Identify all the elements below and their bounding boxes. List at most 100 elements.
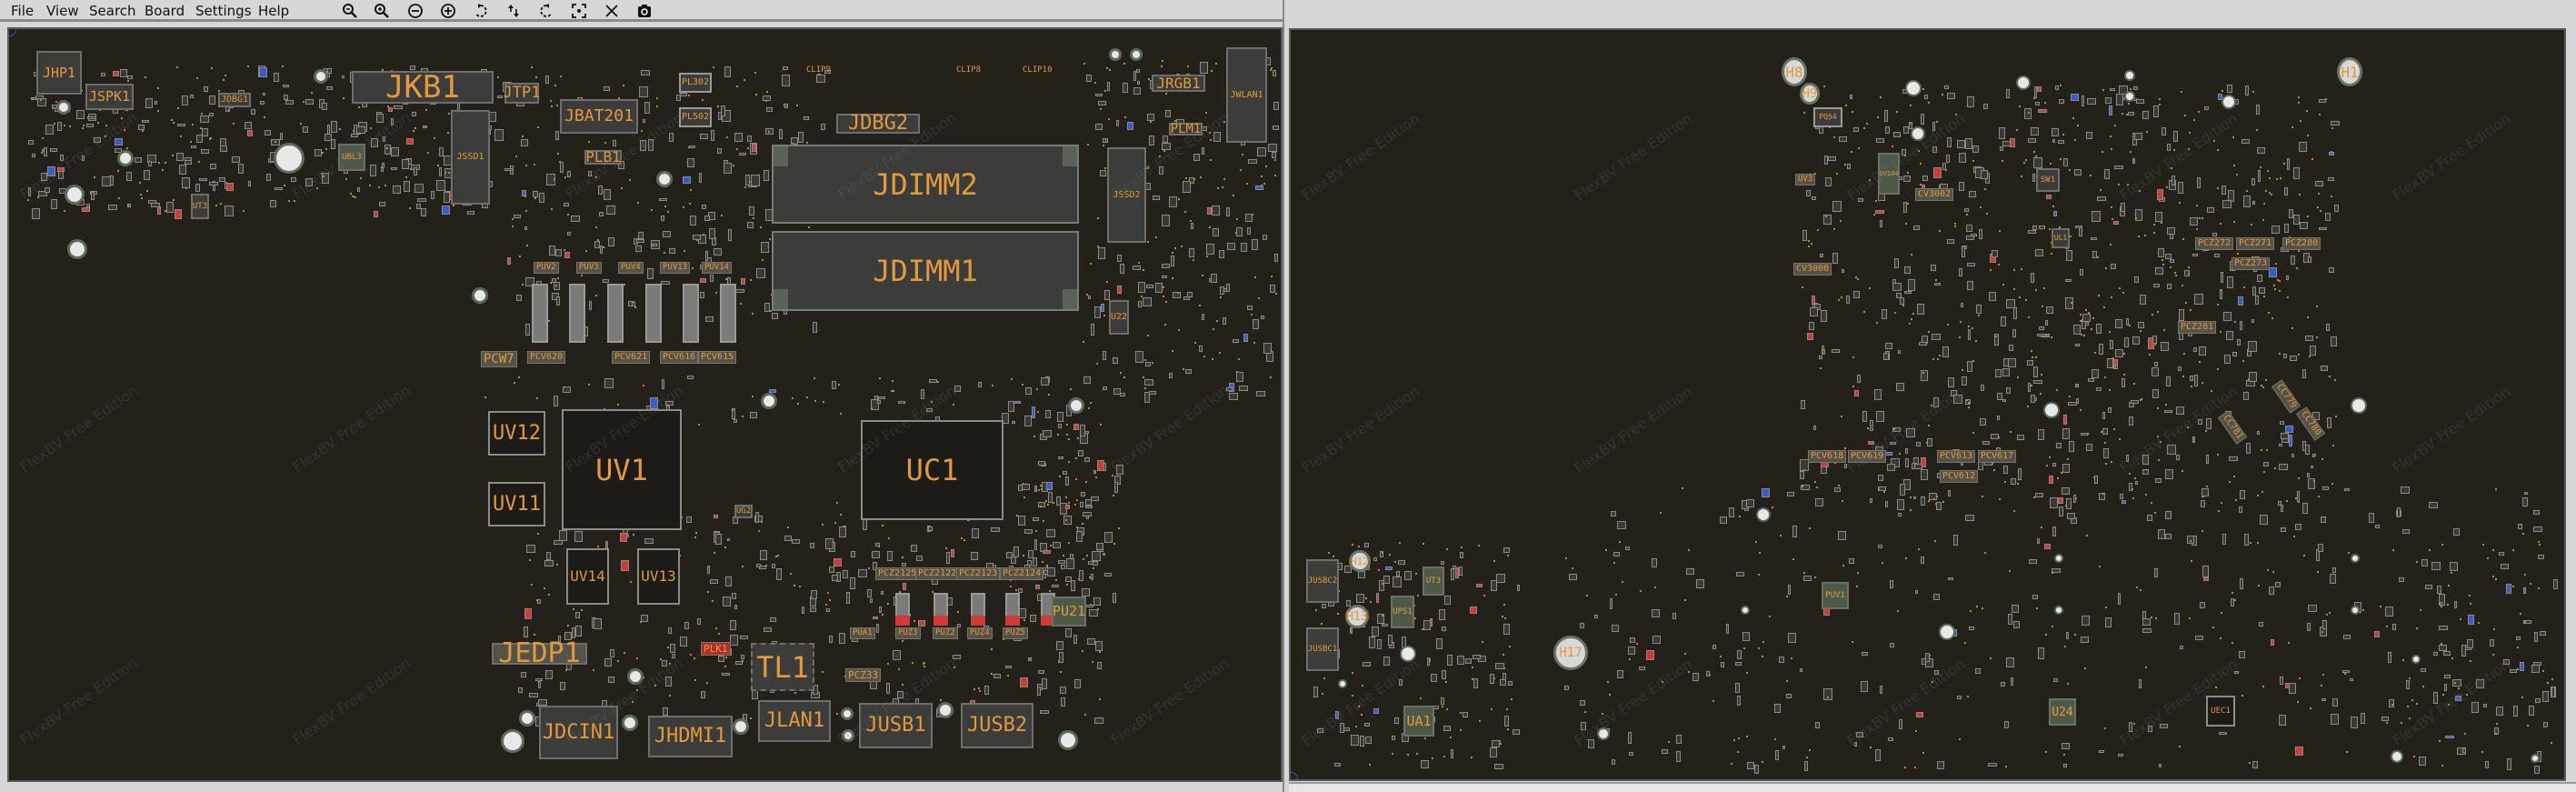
- rotate-right-icon[interactable]: [537, 2, 555, 20]
- part-UL1[interactable]: UL1: [2052, 228, 2070, 248]
- part-UV14[interactable]: UV14: [566, 548, 609, 605]
- part-JUSB1[interactable]: JUSB1: [859, 703, 933, 748]
- part-UT3[interactable]: UT3: [191, 194, 209, 219]
- part-PUZ3[interactable]: PUZ3: [895, 627, 921, 639]
- hole-H9[interactable]: H9: [1800, 83, 1820, 105]
- menu-board[interactable]: Board: [145, 3, 185, 19]
- part-JHDMI1[interactable]: JHDMI1: [648, 716, 733, 757]
- part-JDBG1[interactable]: JDBG1: [218, 93, 251, 107]
- part-PUV4[interactable]: PUV4: [618, 262, 644, 274]
- part-UBL3[interactable]: UBL3: [338, 144, 365, 171]
- zoom-out-icon[interactable]: [341, 2, 359, 20]
- part-JDIMM2[interactable]: JDIMM2: [772, 145, 1079, 224]
- part-UV1[interactable]: UV1: [562, 409, 682, 530]
- plus-circle-icon[interactable]: [439, 2, 457, 20]
- part-JTP1[interactable]: JTP1: [503, 83, 541, 104]
- part-PL502[interactable]: PL502: [679, 107, 712, 127]
- part-JRGB1[interactable]: JRGB1: [1152, 75, 1205, 92]
- part-CV3000[interactable]: CV3000: [1793, 263, 1832, 276]
- hole-H1[interactable]: H1: [2337, 57, 2362, 86]
- board-view-top[interactable]: JHP1 JSPK1 JDBG1 JKB1 JTP1 JBAT201 JSSD1…: [7, 27, 1283, 782]
- part-PUV13[interactable]: PUV13: [660, 262, 691, 274]
- part-PLK1[interactable]: PLK1: [701, 642, 731, 656]
- part-PL302[interactable]: PL302: [679, 73, 712, 93]
- part-CLIP10[interactable]: CLIP10: [1023, 65, 1053, 75]
- part-PUV3[interactable]: PUV3: [576, 262, 602, 274]
- menu-settings[interactable]: Settings: [195, 3, 252, 19]
- part-PCZ2123[interactable]: PCZ2123: [956, 567, 1001, 580]
- part-PUV14[interactable]: PUV14: [702, 262, 733, 274]
- close-icon[interactable]: [603, 2, 621, 20]
- part-JLAN1[interactable]: JLAN1: [758, 700, 831, 742]
- part-PUZ5[interactable]: PUZ5: [1003, 627, 1028, 639]
- part-JDBG2[interactable]: JDBG2: [836, 114, 920, 134]
- zoom-in-icon[interactable]: [373, 2, 391, 20]
- part-PU21[interactable]: PU21: [1052, 597, 1086, 627]
- part-TL1[interactable]: TL1: [751, 643, 814, 691]
- menu-file[interactable]: File: [11, 3, 35, 19]
- menu-help[interactable]: Help: [258, 3, 290, 19]
- part-PUV2[interactable]: PUV2: [534, 262, 559, 274]
- part-JEDP1[interactable]: JEDP1: [492, 640, 587, 667]
- part-SW1[interactable]: SW1: [2036, 168, 2060, 192]
- menu-view[interactable]: View: [46, 3, 79, 19]
- part-PCV613[interactable]: PCV613: [1937, 450, 1976, 463]
- part-JSSD2[interactable]: JSSD2: [1107, 147, 1146, 243]
- part-PCV616[interactable]: PCV616: [660, 351, 699, 364]
- part-PLB1[interactable]: PLB1: [584, 148, 622, 165]
- part-U22[interactable]: U22: [1109, 300, 1129, 335]
- part-PCV612[interactable]: PCV612: [1940, 470, 1979, 483]
- part-PQ54[interactable]: PQ54: [1813, 107, 1842, 127]
- part-UT3-bottom[interactable]: UT3: [1423, 566, 1444, 596]
- hole-H12[interactable]: H12: [1349, 550, 1371, 572]
- minus-circle-icon[interactable]: [406, 2, 424, 20]
- part-UV11[interactable]: UV11: [488, 482, 545, 526]
- part-CC779[interactable]: CC779: [2271, 379, 2301, 414]
- board-view-bottom[interactable]: H8 H9 H1 H12 H13 H17 JUSBC2 JUSBC1 UA1 U…: [1289, 28, 2566, 781]
- part-CLIP8[interactable]: CLIP8: [956, 65, 982, 75]
- part-PUZ4[interactable]: PUZ4: [967, 627, 993, 639]
- part-PCV617[interactable]: PCV617: [1978, 450, 2017, 463]
- part-PCV621[interactable]: PCV621: [612, 351, 651, 364]
- part-PCV618[interactable]: PCV618: [1808, 450, 1847, 463]
- hole-H13[interactable]: H13: [1345, 605, 1369, 628]
- part-JKB1[interactable]: JKB1: [352, 71, 494, 104]
- part-PCZ280[interactable]: PCZ280: [2282, 237, 2321, 250]
- part-UV3[interactable]: UV3: [1795, 174, 1816, 185]
- part-PCZ2122[interactable]: PCZ2122: [915, 567, 960, 580]
- part-JWLAN1[interactable]: JWLAN1: [1226, 47, 1267, 143]
- part-UPS1[interactable]: UPS1: [1391, 596, 1414, 628]
- part-JSSD1[interactable]: JSSD1: [451, 110, 490, 205]
- part-CC781[interactable]: CC781: [2217, 410, 2248, 445]
- part-JDCIN1[interactable]: JDCIN1: [539, 706, 618, 759]
- part-PCZ2124[interactable]: PCZ2124: [1000, 567, 1044, 580]
- part-JUSBC2[interactable]: JUSBC2: [1306, 559, 1339, 603]
- part-JHP1[interactable]: JHP1: [36, 51, 82, 95]
- part-CV3002[interactable]: CV3002: [1915, 188, 1954, 201]
- part-UA1[interactable]: UA1: [1403, 706, 1434, 737]
- part-UC1[interactable]: UC1: [861, 420, 1003, 520]
- flip-icon[interactable]: [504, 2, 523, 20]
- part-PCW7[interactable]: PCW7: [481, 351, 517, 367]
- part-PUA1[interactable]: PUA1: [850, 627, 875, 639]
- rotate-left-icon[interactable]: [472, 2, 490, 20]
- part-JBAT201[interactable]: JBAT201: [560, 99, 638, 134]
- hole-H8[interactable]: H8: [1782, 57, 1807, 86]
- part-PCZ33[interactable]: PCZ33: [845, 668, 882, 682]
- pane-splitter[interactable]: [1283, 0, 1289, 792]
- menu-search[interactable]: Search: [89, 3, 136, 19]
- part-PCZ281[interactable]: PCZ281: [2178, 321, 2217, 334]
- part-JUSB2[interactable]: JUSB2: [961, 703, 1033, 748]
- part-PUV1[interactable]: PUV1: [1822, 582, 1849, 609]
- part-PLM1[interactable]: PLM1: [1169, 122, 1203, 136]
- part-PCV619[interactable]: PCV619: [1848, 450, 1887, 463]
- part-PUZ2[interactable]: PUZ2: [933, 627, 958, 639]
- hole-H17[interactable]: H17: [1553, 636, 1588, 670]
- part-UG2[interactable]: UG2: [734, 505, 753, 518]
- part-PCZ272[interactable]: PCZ272: [2195, 237, 2234, 250]
- part-PCZ273[interactable]: PCZ273: [2232, 257, 2271, 270]
- part-PCV615[interactable]: PCV615: [698, 351, 737, 364]
- part-JDIMM1[interactable]: JDIMM1: [772, 231, 1079, 311]
- part-CLIP9[interactable]: CLIP9: [806, 65, 832, 75]
- part-UV12[interactable]: UV12: [488, 411, 545, 456]
